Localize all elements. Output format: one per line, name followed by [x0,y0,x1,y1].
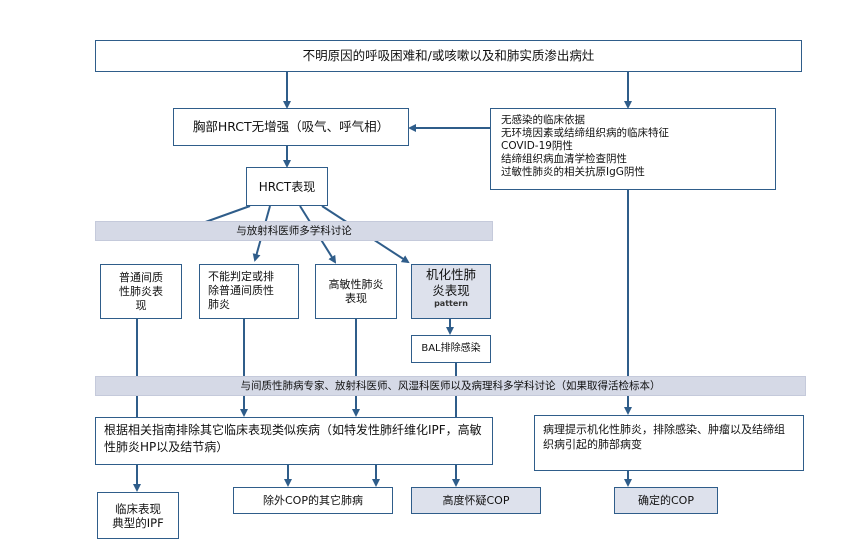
band-radiology-discussion: 与放射科医师多学科讨论 [95,221,493,241]
node-hp-pattern: 高敏性肺炎 表现 [315,264,397,319]
node-indeterminate-uip: 不能判定或排 除普通间质性 肺炎 [199,264,299,319]
node-pathology-op: 病理提示机化性肺炎，排除感染、肿瘤以及结缔组织病引起的肺部病变 [534,415,804,471]
node-hrct-findings: HRCT表现 [246,167,328,206]
node-op-pattern: 机化性肺 炎表现 pattern [411,264,491,319]
op-pattern-title: 机化性肺 炎表现 [425,267,476,298]
node-hrct-scan: 胸部HRCT无增强（吸气、呼气相） [173,108,409,146]
band-multidisciplinary-discussion: 与间质性肺病专家、放射科医师、风湿科医师以及病理科多学科讨论（如果取得活检标本） [95,376,806,396]
node-confirmed-cop: 确定的COP [614,487,718,514]
node-uip-pattern: 普通间质 性肺炎表 现 [100,264,182,319]
node-exclude-similar-diseases: 根据相关指南排除其它临床表现类似疾病（如特发性肺纤维化IPF，高敏性肺炎HP以及… [95,417,493,465]
op-pattern-subtitle: pattern [434,299,468,308]
node-bal-exclude-infection: BAL排除感染 [411,335,491,363]
node-presenting-symptoms: 不明原因的呼吸困难和/或咳嗽以及和肺实质渗出病灶 [95,40,802,72]
node-other-lung-disease: 除外COP的其它肺病 [233,487,393,514]
node-typical-ipf: 临床表现 典型的IPF [97,492,179,539]
node-exclusion-criteria: 无感染的临床依据 无环境因素或结缔组织病的临床特征 COVID-19阴性 结缔组… [490,108,776,190]
node-suspected-cop: 高度怀疑COP [411,487,541,514]
